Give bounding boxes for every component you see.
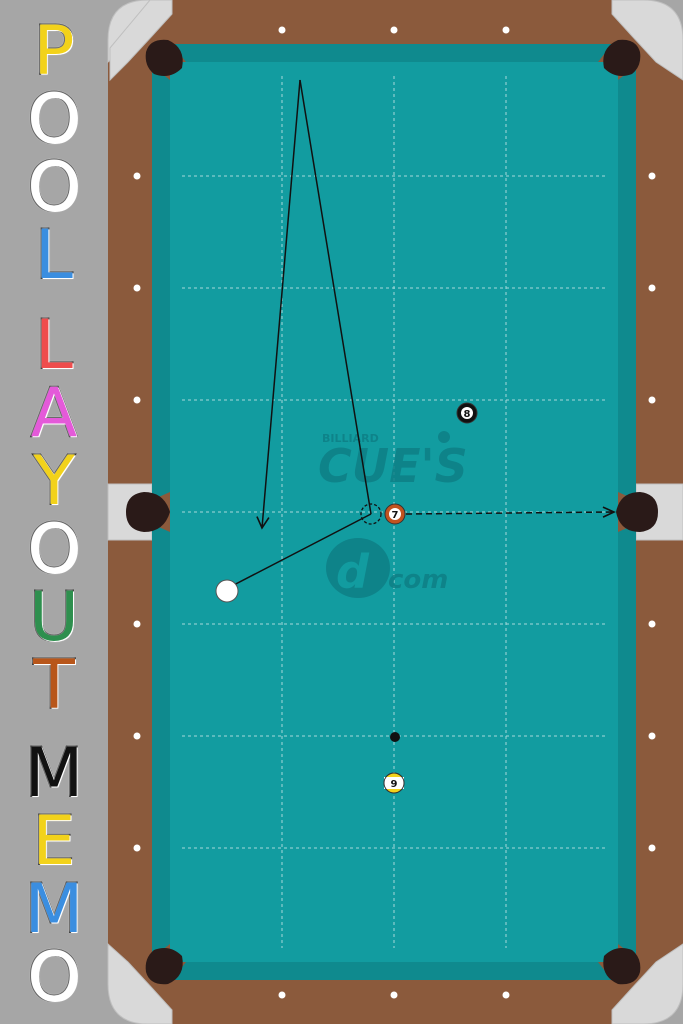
diamond — [648, 172, 656, 180]
diamond — [648, 732, 656, 740]
diamond — [648, 844, 656, 852]
diamond — [390, 26, 398, 34]
title-letter: T — [32, 646, 76, 725]
title-letter: A — [30, 374, 79, 453]
diamond — [648, 620, 656, 628]
pocket-bottom-right — [603, 948, 641, 985]
diamond — [390, 991, 398, 999]
diamond — [133, 844, 141, 852]
title-letter: O — [26, 148, 82, 227]
diamond — [133, 172, 141, 180]
ball-7-number: 7 — [392, 510, 399, 521]
watermark-d-icon — [326, 538, 390, 598]
title-letter: E — [32, 802, 77, 881]
balls: 7 8 9 — [215, 402, 478, 794]
object-ball-path — [405, 506, 616, 518]
diamond — [278, 26, 286, 34]
cue-ball-path — [227, 513, 372, 589]
ghost-ball — [360, 503, 382, 525]
title-letter: O — [26, 510, 82, 589]
pocket-side-left — [126, 492, 170, 532]
watermark-suffix-text: com — [388, 565, 448, 595]
watermark-logo: BILLIARD CUE'S d com — [318, 431, 468, 599]
title-letter: U — [28, 578, 80, 657]
title-letter: L — [34, 216, 74, 295]
shot-lines — [227, 79, 616, 589]
watermark-player-icon — [438, 431, 450, 443]
diamond — [502, 26, 510, 34]
title-letter: L — [34, 306, 74, 385]
cue-ball — [215, 579, 239, 603]
cue-ball-rebound-down — [256, 79, 301, 530]
diamond — [133, 396, 141, 404]
diamond — [648, 284, 656, 292]
rail-diamonds — [133, 26, 656, 999]
ball-8-number: 8 — [464, 409, 471, 420]
diamond — [133, 620, 141, 628]
title-letter: O — [26, 938, 82, 1017]
ball-8: 8 — [456, 402, 478, 424]
title-letter: P — [32, 12, 75, 91]
title-letter: O — [26, 80, 82, 159]
title-letter: M — [24, 870, 85, 949]
pocket-top-right — [603, 39, 641, 76]
ball-7: 7 — [384, 503, 406, 525]
diamond — [133, 284, 141, 292]
cushions — [152, 44, 636, 980]
title-letter: Y — [32, 442, 76, 521]
pocket-top-left — [145, 39, 183, 76]
ball-9: 9 — [383, 772, 405, 794]
diamond — [502, 991, 510, 999]
cue-ball-rebound-up — [299, 79, 372, 515]
title-letter: M — [24, 734, 85, 813]
corner-cap-bottom-right — [611, 943, 683, 1024]
watermark-small-text: BILLIARD — [322, 432, 379, 445]
pocket-bottom-left — [145, 948, 183, 985]
corner-cap-bottom-left — [107, 942, 173, 1024]
watermark-d-letter: d — [336, 545, 370, 599]
diamond — [648, 396, 656, 404]
diamond — [278, 991, 286, 999]
pocket-side-right — [616, 492, 658, 532]
title-strip: P O O L L A Y O U T M E M O — [0, 0, 106, 1024]
corner-cap-top-right — [611, 0, 683, 81]
corner-cap-top-left-plate — [109, 0, 173, 82]
foot-spot — [390, 732, 400, 742]
diamond — [133, 732, 141, 740]
watermark-brand-text: CUE'S — [318, 439, 468, 493]
pockets — [126, 39, 658, 985]
ball-9-number: 9 — [391, 779, 398, 790]
